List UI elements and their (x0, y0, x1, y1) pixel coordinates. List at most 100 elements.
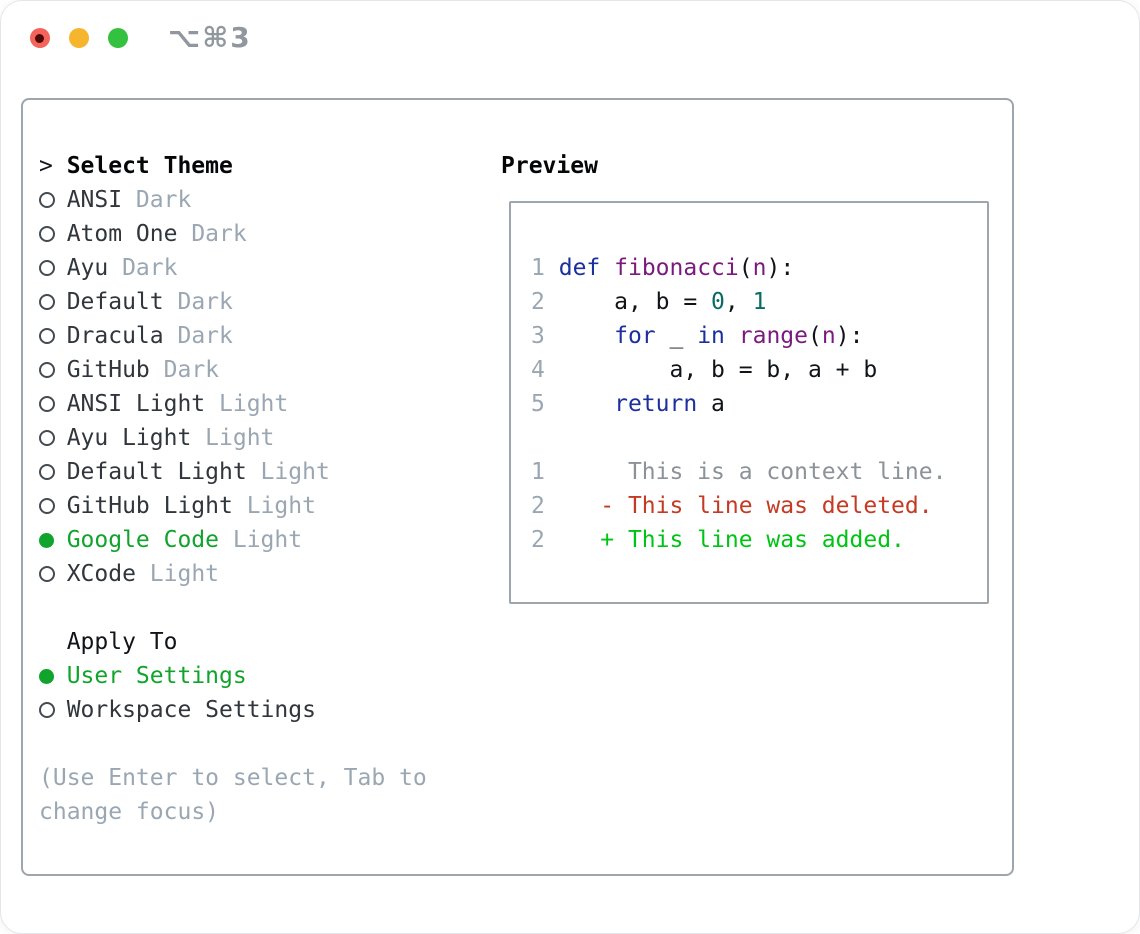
theme-variant-tag: Dark (108, 255, 178, 281)
radio-unselected-icon (39, 702, 55, 718)
theme-option[interactable]: Atom One Dark (39, 217, 427, 251)
apply-to-title: Apply To (66, 629, 178, 655)
code-line: 5 return a (531, 391, 725, 417)
radio-unselected-icon (39, 328, 55, 344)
theme-name: Google Code (66, 527, 220, 553)
window-title: ⌥⌘3 (168, 21, 252, 54)
radio-cell (39, 430, 67, 446)
radio-unselected-icon (39, 294, 55, 310)
theme-option[interactable]: Google Code Light (39, 523, 427, 557)
code-line: 2 a, b = 0, 1 (531, 289, 767, 315)
theme-name: Default Light (66, 459, 247, 485)
theme-name: GitHub Light (66, 493, 233, 519)
code-line: 4 a, b = b, a + b (531, 357, 878, 383)
radio-cell (39, 532, 67, 548)
theme-option[interactable]: Dracula Dark (39, 319, 427, 353)
radio-unselected-icon (39, 192, 55, 208)
radio-unselected-icon (39, 260, 55, 276)
radio-unselected-icon (39, 362, 55, 378)
theme-option[interactable]: Default Dark (39, 285, 427, 319)
theme-variant-tag: Dark (122, 187, 192, 213)
window-titlebar: ⌥⌘3 (1, 1, 1139, 71)
help-text: (Use Enter to select, Tab to change focus… (39, 761, 427, 829)
radio-cell (39, 362, 67, 378)
radio-selected-icon (39, 532, 54, 548)
theme-name: ANSI Light (66, 391, 206, 417)
prompt-caret-icon: > (39, 153, 53, 179)
theme-name: Ayu (66, 255, 109, 281)
code-line: 1 This is a context line. (531, 459, 947, 485)
theme-variant-tag: Dark (163, 289, 233, 315)
radio-cell (39, 566, 67, 582)
radio-unselected-icon (39, 498, 55, 514)
theme-name: Dracula (66, 323, 164, 349)
theme-name: Atom One (66, 221, 178, 247)
theme-variant-tag: Dark (177, 221, 247, 247)
theme-variant-tag: Light (205, 391, 289, 417)
theme-variant-tag: Light (219, 527, 303, 553)
theme-name: ANSI (66, 187, 123, 213)
theme-name: Ayu Light (66, 425, 192, 451)
maximize-button[interactable] (108, 28, 128, 48)
theme-option[interactable]: Ayu Light Light (39, 421, 427, 455)
minimize-button[interactable] (69, 28, 89, 48)
theme-option[interactable]: Default Light Light (39, 455, 427, 489)
theme-variant-tag: Dark (163, 323, 233, 349)
theme-variant-tag: Light (135, 561, 220, 587)
radio-cell (39, 396, 67, 412)
spacer (39, 727, 427, 761)
apply-option-label: Workspace Settings (66, 697, 316, 723)
help-line: change focus) (39, 799, 220, 825)
apply-to-header: Apply To (39, 625, 427, 659)
theme-name: Default (66, 289, 164, 315)
radio-cell (39, 294, 67, 310)
apply-option[interactable]: User Settings (39, 659, 427, 693)
theme-variant-tag: Light (246, 459, 330, 485)
radio-selected-icon (39, 668, 54, 684)
theme-option[interactable]: GitHub Light Light (39, 489, 427, 523)
radio-cell (39, 702, 67, 718)
theme-variant-tag: Dark (149, 357, 220, 383)
code-line: 3 for _ in range(n): (531, 323, 864, 349)
close-dot-icon (34, 33, 44, 43)
select-theme-header: > Select Theme (39, 149, 427, 183)
apply-option[interactable]: Workspace Settings (39, 693, 427, 727)
radio-cell (39, 668, 67, 684)
select-theme-title: Select Theme (66, 153, 233, 179)
code-line: 2 + This line was added. (531, 527, 905, 553)
apply-option-label: User Settings (66, 663, 247, 689)
spacer (39, 591, 427, 625)
preview-box: 1 def fibonacci(n): 2 a, b = 0, 1 3 for _ … (509, 201, 989, 604)
theme-name: GitHub (66, 357, 150, 383)
theme-option[interactable]: Ayu Dark (39, 251, 427, 285)
theme-option[interactable]: ANSI Dark (39, 183, 427, 217)
radio-cell (39, 498, 67, 514)
close-button[interactable] (30, 28, 50, 48)
code-line: 2 - This line was deleted. (531, 493, 933, 519)
radio-unselected-icon (39, 226, 55, 242)
radio-unselected-icon (39, 430, 55, 446)
help-line: (Use Enter to select, Tab to (39, 765, 427, 791)
code-line (531, 421, 987, 455)
radio-cell (39, 464, 67, 480)
code-line: 1 def fibonacci(n): (531, 255, 795, 281)
theme-option[interactable]: GitHub Dark (39, 353, 427, 387)
theme-option[interactable]: XCode Light (39, 557, 427, 591)
radio-unselected-icon (39, 566, 55, 582)
radio-cell (39, 328, 67, 344)
radio-unselected-icon (39, 464, 55, 480)
radio-cell (39, 260, 67, 276)
theme-variant-tag: Light (191, 425, 275, 451)
theme-option[interactable]: ANSI Light Light (39, 387, 427, 421)
theme-name: XCode (66, 561, 136, 587)
preview-title: Preview (501, 153, 598, 179)
code-preview: 1 def fibonacci(n): 2 a, b = 0, 1 3 for _ … (511, 203, 987, 557)
radio-unselected-icon (39, 396, 55, 412)
theme-variant-tag: Light (232, 493, 316, 519)
radio-cell (39, 226, 67, 242)
